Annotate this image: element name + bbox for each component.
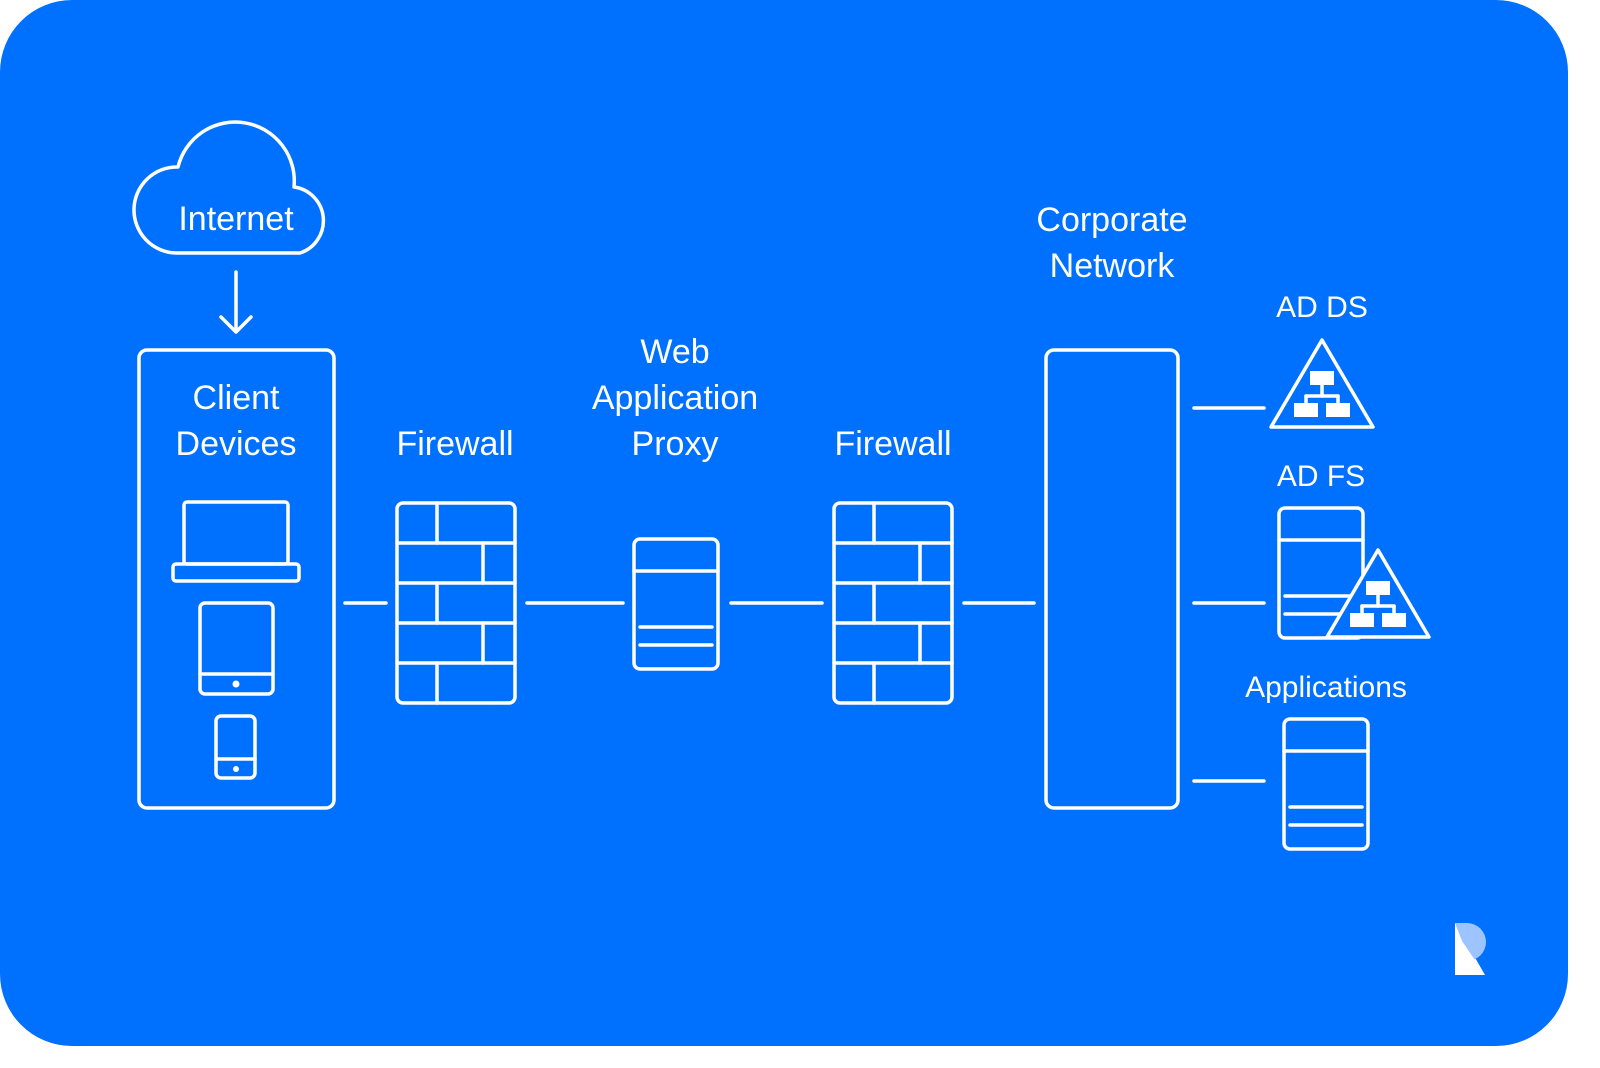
server-with-directory-icon (1277, 506, 1431, 640)
network-diagram: Internet Client Devices Firewall (0, 0, 1568, 1046)
firewall-2-label: Firewall (834, 425, 951, 463)
client-devices-label-line2: Devices (176, 425, 297, 463)
server-icon (632, 537, 720, 671)
firewall-2-node: Firewall (832, 425, 954, 705)
firewall-1-node: Firewall (395, 425, 517, 705)
internet-label: Internet (178, 200, 294, 238)
arrow-internet-to-clients (219, 270, 253, 334)
client-devices-label-line1: Client (193, 379, 280, 417)
applications-label: Applications (1245, 671, 1407, 704)
directory-triangle-icon (1269, 338, 1375, 429)
firewall-brick-icon (395, 501, 517, 705)
internet-node: Internet (132, 120, 326, 255)
firewall-brick-icon (832, 501, 954, 705)
client-devices-box (137, 348, 336, 810)
diagram-canvas: Internet Client Devices Firewall (0, 0, 1568, 1046)
proxy-label-line3: Proxy (632, 425, 719, 463)
corporate-network-box (1044, 348, 1180, 810)
phone-icon (214, 714, 257, 780)
proxy-label-line2: Application (592, 379, 758, 417)
brand-r-logo-icon (1455, 923, 1486, 975)
ad-fs-label: AD FS (1277, 460, 1365, 493)
applications-node: Applications (1245, 671, 1407, 851)
web-application-proxy-node: Web Application Proxy (592, 333, 758, 671)
ad-ds-label: AD DS (1276, 291, 1368, 324)
corporate-network-node: Corporate Network (1036, 201, 1188, 810)
ad-ds-node: AD DS (1269, 291, 1375, 429)
corporate-network-label-line1: Corporate (1036, 201, 1187, 239)
laptop-icon (171, 500, 301, 583)
client-devices-node: Client Devices (137, 348, 336, 810)
corporate-network-label-line2: Network (1050, 247, 1176, 285)
cloud-icon (132, 120, 326, 255)
firewall-1-label: Firewall (396, 425, 513, 463)
tablet-icon (198, 601, 275, 696)
proxy-label-line1: Web (640, 333, 709, 371)
server-icon (1282, 717, 1370, 851)
arrow-head-icon (219, 315, 253, 334)
diagram-background (0, 0, 1568, 1046)
ad-fs-node: AD FS (1277, 460, 1431, 640)
